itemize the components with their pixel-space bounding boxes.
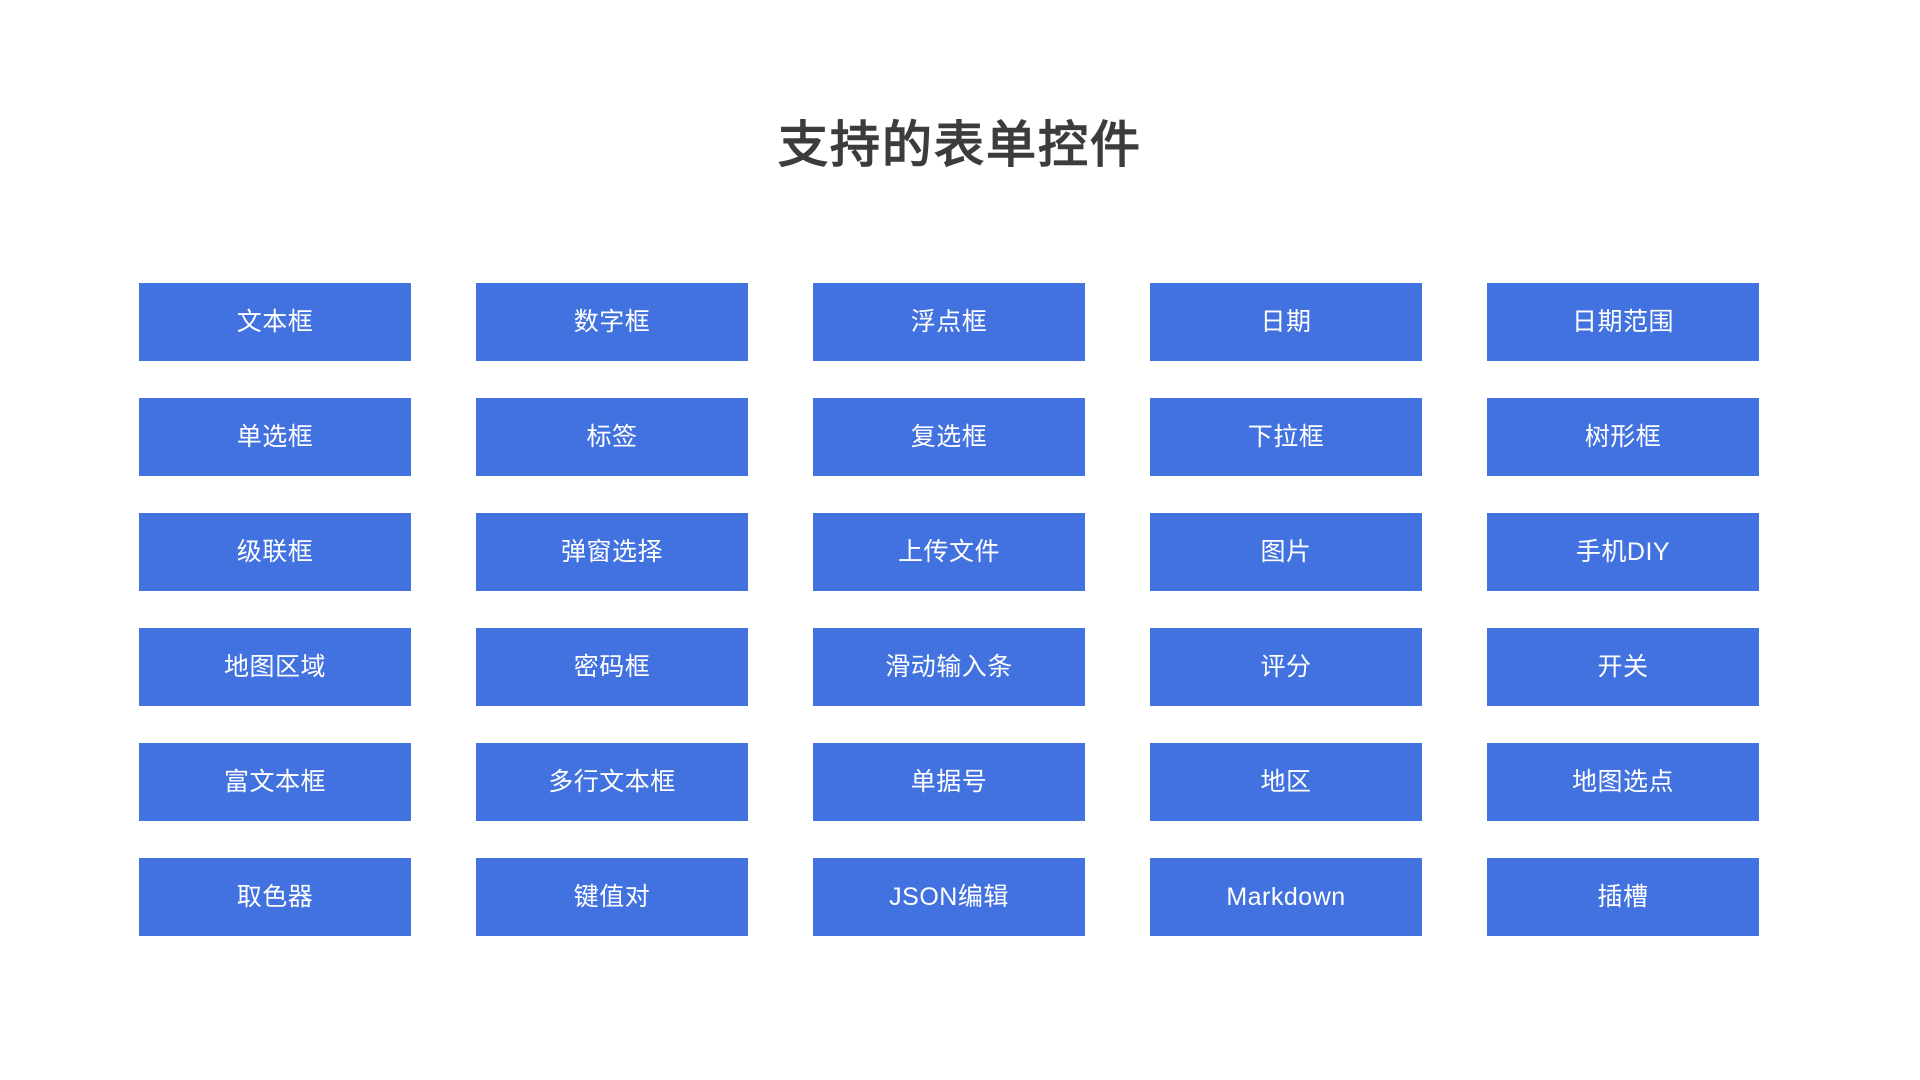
widget-chip-label: 插槽	[1597, 882, 1649, 911]
widget-chip-label: 复选框	[910, 422, 988, 451]
widget-chip[interactable]: 地区	[1150, 743, 1422, 821]
widget-chip[interactable]: 滑动输入条	[813, 628, 1085, 706]
widget-chip-label: 文本框	[236, 307, 314, 336]
widget-chip[interactable]: Markdown	[1150, 858, 1422, 936]
widget-chip[interactable]: 多行文本框	[476, 743, 748, 821]
widget-chip-label: 数字框	[573, 307, 651, 336]
widget-chip-label: 弹窗选择	[560, 537, 663, 566]
widget-chip-label: Markdown	[1226, 882, 1346, 911]
widget-chip-label: 级联框	[236, 537, 314, 566]
widget-chip[interactable]: 日期范围	[1487, 283, 1759, 361]
widget-chip-label: 单选框	[236, 422, 314, 451]
widget-chip[interactable]: 树形框	[1487, 398, 1759, 476]
widget-chip[interactable]: 插槽	[1487, 858, 1759, 936]
widget-chip-label: 多行文本框	[548, 767, 676, 796]
widget-chip[interactable]: 密码框	[476, 628, 748, 706]
widget-chip-label: 密码框	[573, 652, 651, 681]
widget-chip-label: 上传文件	[897, 537, 1000, 566]
widget-chip[interactable]: 标签	[476, 398, 748, 476]
widget-chip-label: 取色器	[236, 882, 314, 911]
widget-chip[interactable]: 取色器	[139, 858, 411, 936]
widget-chip[interactable]: 地图选点	[1487, 743, 1759, 821]
widget-chip-label: 图片	[1260, 537, 1312, 566]
widget-chip[interactable]: 开关	[1487, 628, 1759, 706]
widget-chip-label: 滑动输入条	[885, 652, 1013, 681]
widget-chip[interactable]: 复选框	[813, 398, 1085, 476]
widget-chip[interactable]: 单选框	[139, 398, 411, 476]
widget-chip[interactable]: 文本框	[139, 283, 411, 361]
widget-chip-label: 标签	[586, 422, 638, 451]
widget-chip-label: 评分	[1260, 652, 1312, 681]
widget-chip[interactable]: 日期	[1150, 283, 1422, 361]
widget-chip[interactable]: 上传文件	[813, 513, 1085, 591]
widget-chip-label: 单据号	[910, 767, 988, 796]
widget-chip[interactable]: 地图区域	[139, 628, 411, 706]
widget-chip[interactable]: 键值对	[476, 858, 748, 936]
widget-chip-label: 地图选点	[1571, 767, 1674, 796]
widget-chip[interactable]: 数字框	[476, 283, 748, 361]
widget-chip[interactable]: 图片	[1150, 513, 1422, 591]
widget-chip-label: 地区	[1260, 767, 1312, 796]
widget-chip[interactable]: 富文本框	[139, 743, 411, 821]
widget-chip[interactable]: JSON编辑	[813, 858, 1085, 936]
widget-chip-label: 日期	[1260, 307, 1312, 336]
widget-chip-grid: 文本框 数字框 浮点框 日期 日期范围单选框 标签 复选框 下拉框 树形框级联框 弹窗选择 上传文件…	[139, 283, 1759, 936]
widget-chip-label: 键值对	[573, 882, 651, 911]
widget-chip-label: JSON编辑	[889, 882, 1009, 911]
widget-chip-label: 地图区域	[223, 652, 326, 681]
page-title: 支持的表单控件	[778, 117, 1142, 173]
widget-chip[interactable]: 级联框	[139, 513, 411, 591]
widget-chip[interactable]: 弹窗选择	[476, 513, 748, 591]
widget-chip-label: 日期范围	[1571, 307, 1674, 336]
widget-chip[interactable]: 评分	[1150, 628, 1422, 706]
widget-chip-label: 开关	[1597, 652, 1649, 681]
widget-chip-label: 富文本框	[223, 767, 326, 796]
widget-chip-label: 浮点框	[910, 307, 988, 336]
widget-chip-label: 手机DIY	[1575, 537, 1671, 566]
widget-chip[interactable]: 下拉框	[1150, 398, 1422, 476]
widget-chip[interactable]: 单据号	[813, 743, 1085, 821]
widget-chip[interactable]: 浮点框	[813, 283, 1085, 361]
widget-chip-label: 树形框	[1584, 422, 1662, 451]
widget-chip[interactable]: 手机DIY	[1487, 513, 1759, 591]
widget-chip-label: 下拉框	[1247, 422, 1325, 451]
